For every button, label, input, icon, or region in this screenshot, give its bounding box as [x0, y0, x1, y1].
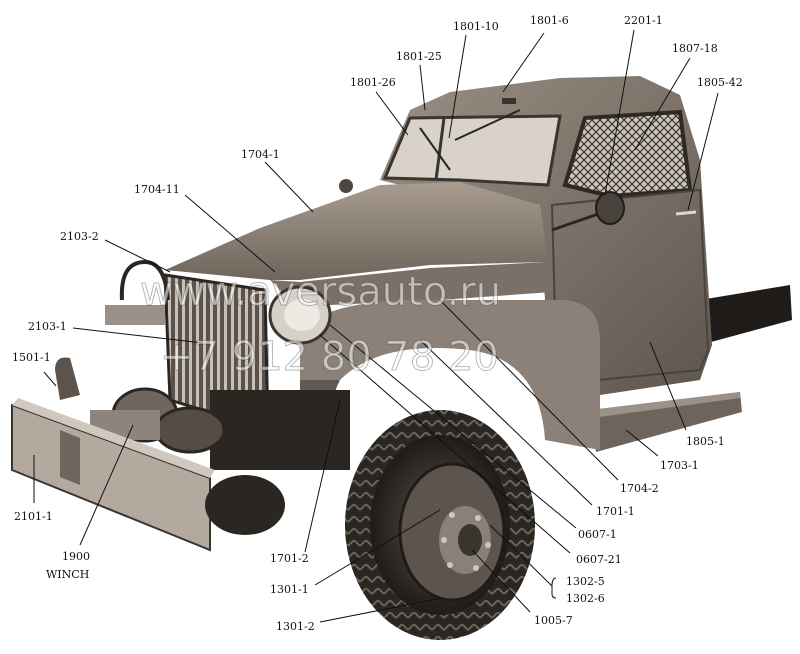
front-bumper — [11, 398, 215, 552]
callout-1801-26: 1801-26 — [350, 76, 396, 89]
callout-winch: WINCH — [46, 568, 89, 581]
callout-1900: 1900 — [62, 550, 90, 563]
callout-1302-6: 1302-6 — [566, 592, 605, 605]
callout-1704-11: 1704-11 — [134, 183, 180, 196]
watermark-line1: www.aversauto.ru — [140, 269, 501, 315]
rear-tire — [205, 475, 285, 535]
callout-2101-1: 2101-1 — [14, 510, 53, 523]
cab — [380, 76, 712, 395]
callout-1805-1: 1805-1 — [686, 435, 725, 448]
front-wheel — [345, 410, 535, 640]
callout-1701-2: 1701-2 — [270, 552, 309, 565]
callout-1302-5: 1302-5 — [566, 575, 605, 588]
callout-2103-1: 2103-1 — [28, 320, 67, 333]
callout-1704-1: 1704-1 — [241, 148, 280, 161]
leader-lines — [33, 29, 719, 623]
headlight — [268, 285, 332, 345]
rear-frame — [700, 285, 792, 345]
callout-1704-2: 1704-2 — [620, 482, 659, 495]
callout-2103-2: 2103-2 — [60, 230, 99, 243]
callout-0607-1: 0607-1 — [578, 528, 617, 541]
callout-1501-1: 1501-1 — [12, 351, 51, 364]
callout-1801-6: 1801-6 — [530, 14, 569, 27]
running-board — [590, 392, 742, 452]
callout-1301-1: 1301-1 — [270, 583, 309, 596]
callout-1801-10: 1801-10 — [453, 20, 499, 33]
callout-1301-2: 1301-2 — [276, 620, 315, 633]
callouts: 1801-10 1801-6 2201-1 1801-25 1807-18 18… — [12, 14, 743, 633]
callout-1701-1: 1701-1 — [596, 505, 635, 518]
callout-0607-21: 0607-21 — [576, 553, 622, 566]
callout-1005-7: 1005-7 — [534, 614, 573, 627]
callout-1801-25: 1801-25 — [396, 50, 442, 63]
watermark: www.aversauto.ru +7 912 80 78 20 — [140, 269, 502, 381]
hood — [165, 179, 552, 305]
callout-1807-18: 1807-18 — [672, 42, 718, 55]
callout-2201-1: 2201-1 — [624, 14, 663, 27]
watermark-line2: +7 912 80 78 20 — [160, 334, 499, 380]
callout-1703-1: 1703-1 — [660, 459, 699, 472]
callout-1805-42: 1805-42 — [697, 76, 743, 89]
